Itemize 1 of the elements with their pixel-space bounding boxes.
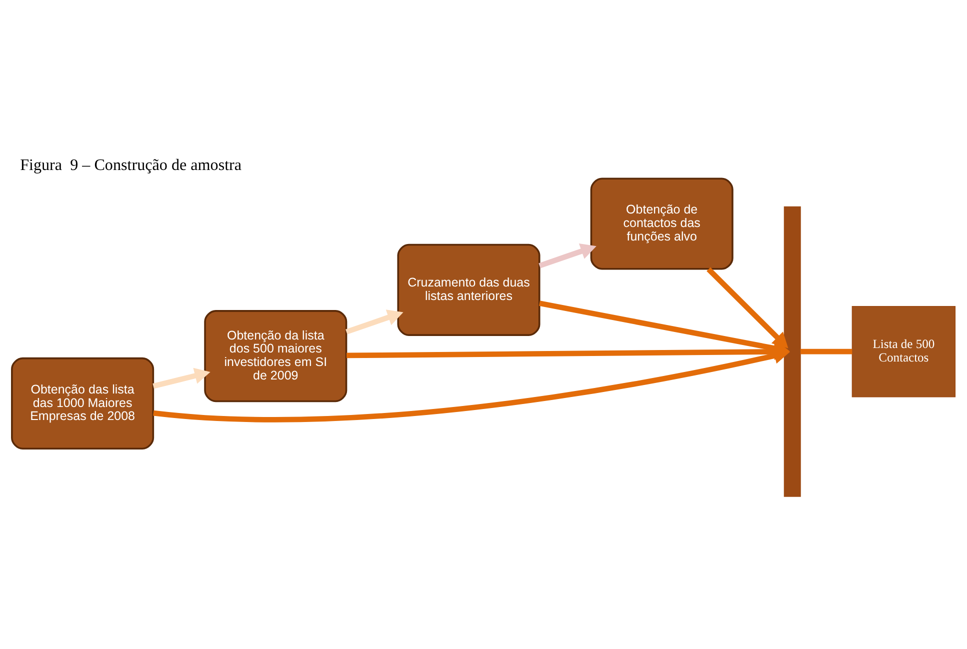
diagram-title: Figura 9 – Construção de amostra [20,156,242,174]
